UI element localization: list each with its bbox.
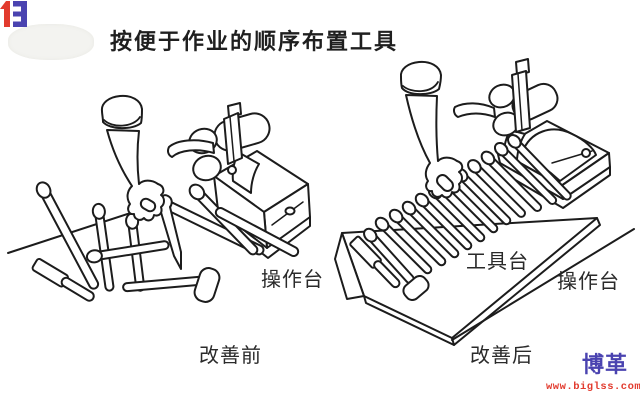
hammer: [122, 267, 221, 303]
hand: [106, 129, 165, 222]
label-operating-table-after: 操作台: [557, 271, 620, 293]
brand-name: 博革: [582, 352, 629, 377]
diagram-title: 按便于作业的顺序布置工具: [110, 29, 399, 54]
sleeve-cuff: [100, 94, 143, 130]
chisel: [349, 235, 401, 289]
reaching-arm-after: [399, 60, 464, 199]
tool: [35, 181, 100, 290]
workbench-edge: [7, 205, 153, 254]
tool: [388, 208, 447, 267]
scene-before: [7, 94, 311, 303]
vise-lever: [167, 139, 215, 158]
label-tool-stand: 工具台: [466, 251, 529, 273]
hand: [405, 94, 464, 199]
logo-blue-3: [13, 1, 27, 27]
scattered-tools: [31, 181, 300, 303]
vise-machine: [167, 102, 311, 259]
press-lever: [453, 102, 496, 118]
scene-after: [334, 58, 635, 346]
tool: [85, 240, 170, 264]
tool: [414, 192, 473, 251]
tool: [214, 207, 300, 257]
paper-smudge: [8, 24, 94, 60]
tool: [493, 141, 558, 206]
tool: [480, 150, 543, 212]
tool: [374, 216, 433, 275]
tool: [507, 134, 572, 201]
label-operating-table-before: 操作台: [261, 269, 324, 291]
brand-url: www.biglss.com: [546, 381, 640, 393]
reaching-arm-before: [100, 94, 165, 222]
hammer: [363, 227, 430, 302]
caption-before-improvement: 改善前: [199, 345, 262, 367]
tool: [467, 159, 527, 218]
sleeve-cuff: [399, 60, 442, 96]
tool: [91, 202, 115, 292]
tool: [401, 200, 460, 259]
caption-after-improvement: 改善后: [470, 345, 533, 367]
logo-red-bar: [0, 1, 10, 27]
brand-logo-icon: [0, 1, 27, 27]
chisel: [31, 258, 95, 302]
